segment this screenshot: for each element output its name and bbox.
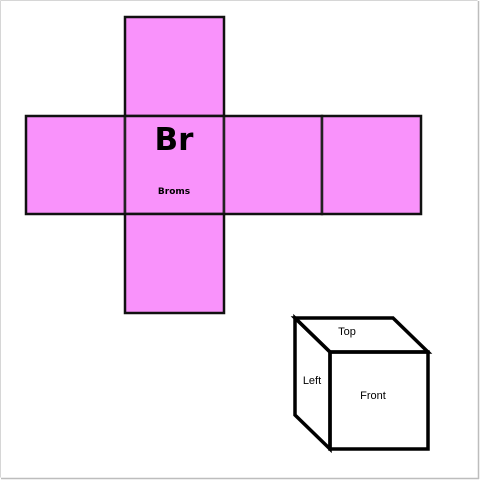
net-face-bottom: [123, 212, 226, 315]
cube-left-label: Left: [303, 375, 321, 387]
cube-front-face: [328, 350, 430, 451]
net-face-right: [222, 114, 324, 216]
element-name: Broms: [158, 187, 190, 197]
reference-cube: Top Left Front: [290, 313, 433, 454]
cube-front-label: Front: [360, 390, 386, 402]
net-face-top: [123, 15, 226, 118]
net-face-left: [24, 114, 127, 216]
net-face-far-right: [320, 114, 423, 216]
cube-top-label: Top: [338, 326, 356, 338]
element-symbol: Br: [155, 122, 195, 158]
cube-net: Br Broms: [24, 15, 423, 315]
net-face-center: [123, 114, 226, 216]
